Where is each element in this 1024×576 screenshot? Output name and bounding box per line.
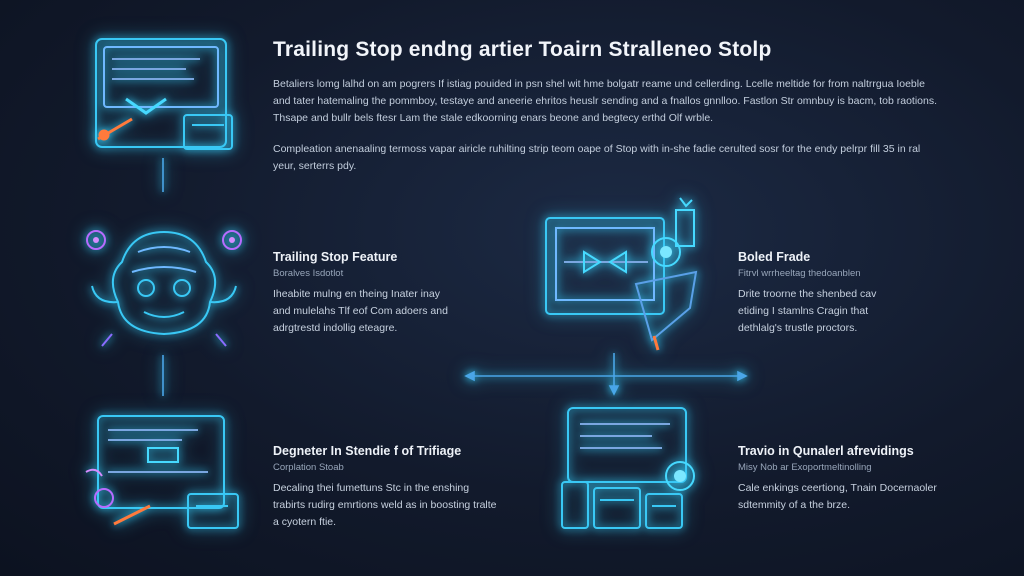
section-title: Degneter In Stendie f of Trifiage <box>273 444 462 458</box>
section-title: Trailing Stop Feature <box>273 250 398 264</box>
ai-brain-icon <box>86 230 242 347</box>
devices-stack-icon <box>561 407 695 529</box>
section-travio: Travio in Qunalerl afrevidings Misy Nob … <box>738 444 938 514</box>
section-description: Cale enkings ceertiong, Tnain Docernaole… <box>738 482 937 511</box>
page-title: Trailing Stop endng artier Toairn Strall… <box>273 38 772 61</box>
laptop-dashboard-icon <box>85 415 239 529</box>
section-description: Drite troorne the shenbed cav etiding I … <box>738 288 877 334</box>
section-boled-frade: Boled Frade Fitrvl wrrheeltag thedoanble… <box>738 250 903 337</box>
section-title: Boled Frade <box>738 250 811 264</box>
section-subtitle: Corplation Stoab <box>273 462 344 473</box>
section-title: Travio in Qunalerl afrevidings <box>738 444 914 458</box>
intro-text: Betaliers lomg lalhd on am pogrers If is… <box>273 76 945 189</box>
section-description: Iheabite mulng en theing Inater inay and… <box>273 288 448 334</box>
section-subtitle: Boralves Isdotlot <box>273 268 344 279</box>
arrow-right-icon <box>737 370 748 382</box>
section-subtitle: Misy Nob ar Exoportmeltinolling <box>738 462 872 473</box>
intro-paragraph-2: Compleation anenaaling termoss vapar air… <box>273 143 921 172</box>
arrow-down-icon <box>608 385 620 396</box>
section-subtitle: Fitrvl wrrheeltag thedoanblen <box>738 268 861 279</box>
trading-screen-icon <box>545 197 698 351</box>
arrow-left-icon <box>464 370 475 382</box>
section-degneter: Degneter In Stendie f of Trifiage Corpla… <box>273 444 498 531</box>
intro-paragraph-1: Betaliers lomg lalhd on am pogrers If is… <box>273 78 938 124</box>
section-trailing-stop-feature: Trailing Stop Feature Boralves Isdotlot … <box>273 250 458 337</box>
monitor-chart-icon <box>95 38 233 150</box>
section-description: Decaling thei fumettuns Stc in the enshi… <box>273 482 497 528</box>
